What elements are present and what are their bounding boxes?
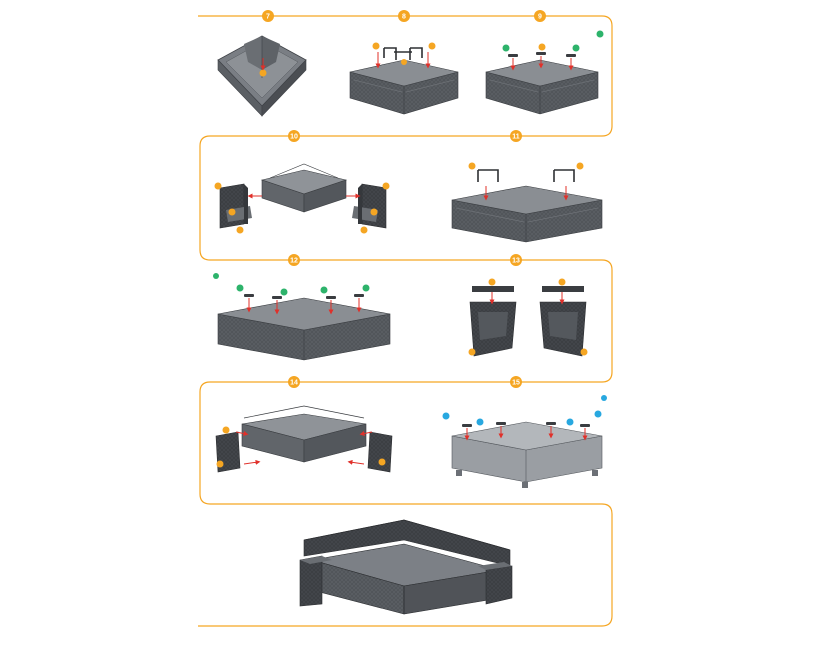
svg-text:9: 9 (538, 14, 542, 21)
circle-marker-icon (580, 348, 588, 356)
left-armchair (219, 183, 252, 229)
circle-marker-icon (476, 418, 484, 426)
step-badge-15: 15 (510, 376, 522, 388)
circle-marker-icon (596, 30, 604, 38)
step10-assembly (214, 163, 390, 234)
step-badge-12: 12 (288, 254, 300, 266)
step12-assembly (213, 273, 391, 361)
clip-icon (244, 294, 364, 299)
guide-line-row4 (198, 381, 613, 627)
step15-assembly (442, 395, 607, 488)
svg-text:13: 13 (512, 258, 520, 265)
circle-marker-icon (236, 284, 244, 292)
circle-marker-icon (360, 226, 368, 234)
circle-marker-icon (222, 426, 230, 434)
step-badges: 7 8 9 10 11 12 13 14 15 (262, 10, 546, 388)
circle-marker-icon (488, 278, 496, 286)
circle-marker-icon (213, 273, 219, 279)
step-badge-10: 10 (288, 130, 300, 142)
circle-marker-icon (601, 395, 607, 401)
completed-corner-sofa (299, 519, 513, 615)
step-badge-13: 13 (510, 254, 522, 266)
step-badge-14: 14 (288, 376, 300, 388)
svg-text:10: 10 (290, 134, 298, 141)
svg-text:14: 14 (290, 380, 298, 387)
step-badge-9: 9 (534, 10, 546, 22)
guide-line-row2 (199, 135, 613, 383)
step9-corner-base (485, 30, 604, 115)
right-armchair (352, 183, 387, 229)
circle-marker-icon (428, 42, 436, 50)
step8-corner-base (349, 42, 459, 115)
svg-text:11: 11 (512, 134, 520, 141)
circle-marker-icon (382, 182, 390, 190)
left-backrest-top-bar (472, 286, 514, 292)
circle-marker-icon (572, 44, 580, 52)
circle-marker-icon (576, 162, 584, 170)
step-badge-8: 8 (398, 10, 410, 22)
circle-marker-icon (442, 412, 450, 420)
svg-text:12: 12 (290, 258, 298, 265)
circle-marker-icon (538, 43, 546, 51)
step13-assembly (468, 278, 588, 357)
circle-marker-icon (566, 418, 574, 426)
circle-marker-icon (468, 348, 476, 356)
circle-marker-icon (558, 278, 566, 286)
circle-marker-icon (502, 44, 510, 52)
circle-marker-icon (259, 69, 267, 77)
circle-marker-icon (378, 458, 386, 466)
clip-icon (462, 422, 590, 427)
circle-marker-icon (236, 226, 244, 234)
step7-corner-unit (217, 35, 307, 117)
circle-marker-icon (320, 286, 328, 294)
circle-marker-icon (401, 59, 407, 65)
circle-marker-icon (214, 182, 222, 190)
circle-marker-icon (468, 162, 476, 170)
guide-lines (198, 15, 613, 627)
metal-bracket-icon (383, 47, 423, 60)
clip-icon (508, 52, 576, 57)
circle-marker-icon (370, 208, 378, 216)
circle-marker-icon (362, 284, 370, 292)
metal-bracket-icon (477, 169, 575, 182)
circle-marker-icon (280, 288, 288, 296)
circle-marker-icon (216, 460, 224, 468)
step14-assembly (215, 405, 393, 473)
circle-marker-icon (372, 42, 380, 50)
circle-marker-icon (228, 208, 236, 216)
svg-text:15: 15 (512, 380, 520, 387)
circle-marker-icon (594, 410, 602, 418)
step-badge-7: 7 (262, 10, 274, 22)
guide-line-row1 (198, 15, 613, 137)
step11-assembly (451, 162, 603, 243)
right-backrest-top-bar (542, 286, 584, 292)
svg-text:7: 7 (266, 14, 270, 21)
svg-text:8: 8 (402, 14, 406, 21)
step-badge-11: 11 (510, 130, 522, 142)
